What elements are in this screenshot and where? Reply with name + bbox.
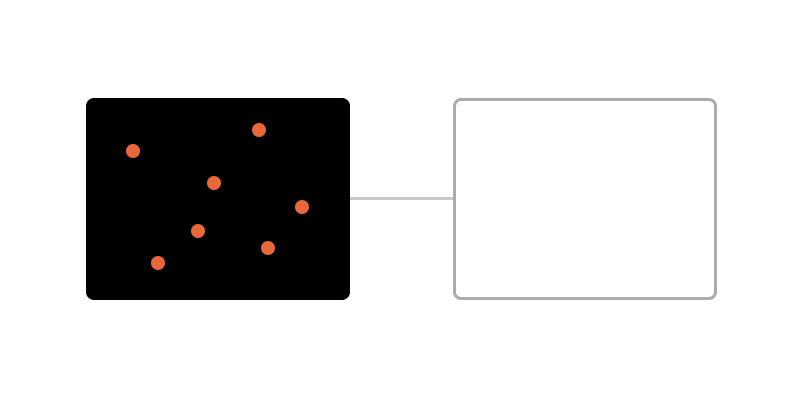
connector-edge[interactable] (350, 196, 453, 200)
white-node[interactable] (453, 98, 717, 300)
scatter-dot (191, 224, 205, 238)
scatter-dot (126, 144, 140, 158)
scatter-dot (261, 241, 275, 255)
scatter-dot (295, 200, 309, 214)
scatter-dot (151, 256, 165, 270)
scatter-dot (207, 176, 221, 190)
scatter-dot (252, 123, 266, 137)
black-node[interactable] (86, 98, 350, 300)
